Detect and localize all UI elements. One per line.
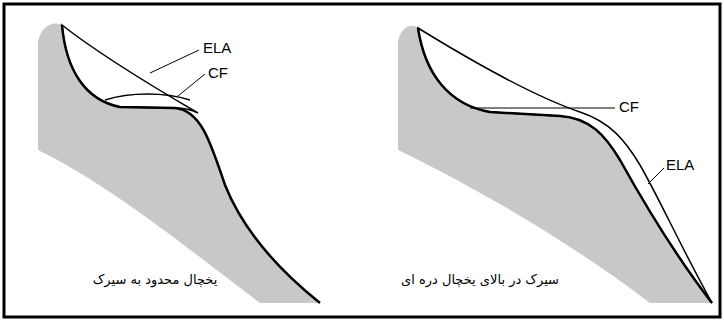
cf-line [470, 108, 615, 109]
line-label: ELA [666, 156, 694, 174]
leader-line [150, 50, 199, 73]
frame [4, 4, 720, 317]
leader-line [178, 74, 205, 96]
bed-line [418, 28, 712, 303]
caption-text: یخچال محدود به سیرک [93, 272, 218, 288]
line-label: ELA [203, 39, 231, 57]
leader-line [648, 168, 664, 184]
bedrock [398, 26, 712, 303]
line-label: CF [208, 64, 228, 82]
cf-line [105, 94, 190, 100]
glacier [418, 28, 712, 303]
bed-line [62, 25, 320, 303]
line-label: CF [619, 98, 639, 116]
caption-text: سیرک در بالای یخچال دره ای [401, 272, 559, 288]
glacier [62, 25, 198, 113]
bedrock [38, 24, 320, 303]
